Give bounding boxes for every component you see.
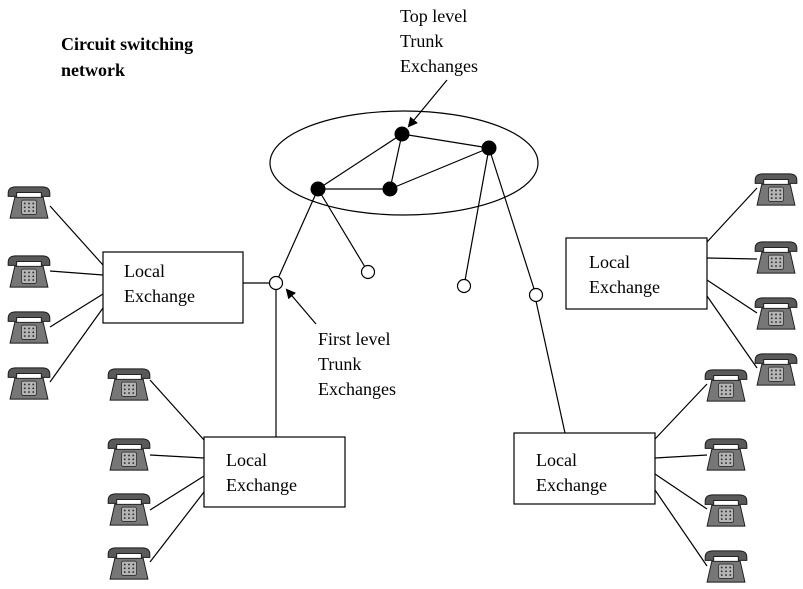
- telephone-icon: [107, 547, 151, 580]
- telephone-icon: [7, 367, 51, 400]
- telephone-icon: [704, 369, 748, 402]
- top-level-node: [382, 181, 398, 197]
- telephone-icon: [754, 297, 798, 330]
- telephone-icon: [107, 493, 151, 526]
- telephone-icon: [754, 173, 798, 206]
- first-level-node: [456, 278, 472, 294]
- telephone-icon: [7, 186, 51, 219]
- top-level-node: [310, 181, 326, 197]
- telephone-icon: [704, 494, 748, 527]
- telephone-icon: [7, 311, 51, 344]
- diagram-title: Circuit switching network: [61, 34, 198, 80]
- trunk-links: [275, 147, 537, 296]
- top-level-node: [394, 126, 410, 142]
- top-level-arrow: [407, 79, 448, 128]
- first-level-node: [528, 287, 544, 303]
- top-level-ellipse: [269, 110, 539, 216]
- telephone-icon: [704, 550, 748, 583]
- telephone-icon: [704, 438, 748, 471]
- top-level-mesh-links: [317, 133, 490, 190]
- phone-links-right-bottom: [654, 383, 708, 567]
- telephone-icon: [754, 353, 798, 386]
- telephone-icon: [107, 438, 151, 471]
- phone-links-left-top: [49, 205, 104, 383]
- first-level-trunk-label: First level Trunk Exchanges: [318, 329, 396, 399]
- first-level-node: [268, 275, 284, 291]
- telephone-icon: [107, 368, 151, 401]
- first-level-node: [360, 264, 376, 280]
- local-links: [243, 282, 566, 437]
- phone-links-left-bottom: [149, 379, 205, 563]
- top-level-trunk-label: Top level Trunk Exchanges: [400, 6, 478, 76]
- telephone-icon: [7, 255, 51, 288]
- telephone-icon: [754, 241, 798, 274]
- phone-links-right-top: [706, 187, 758, 369]
- first-level-arrow: [285, 288, 317, 325]
- top-level-node: [481, 140, 497, 156]
